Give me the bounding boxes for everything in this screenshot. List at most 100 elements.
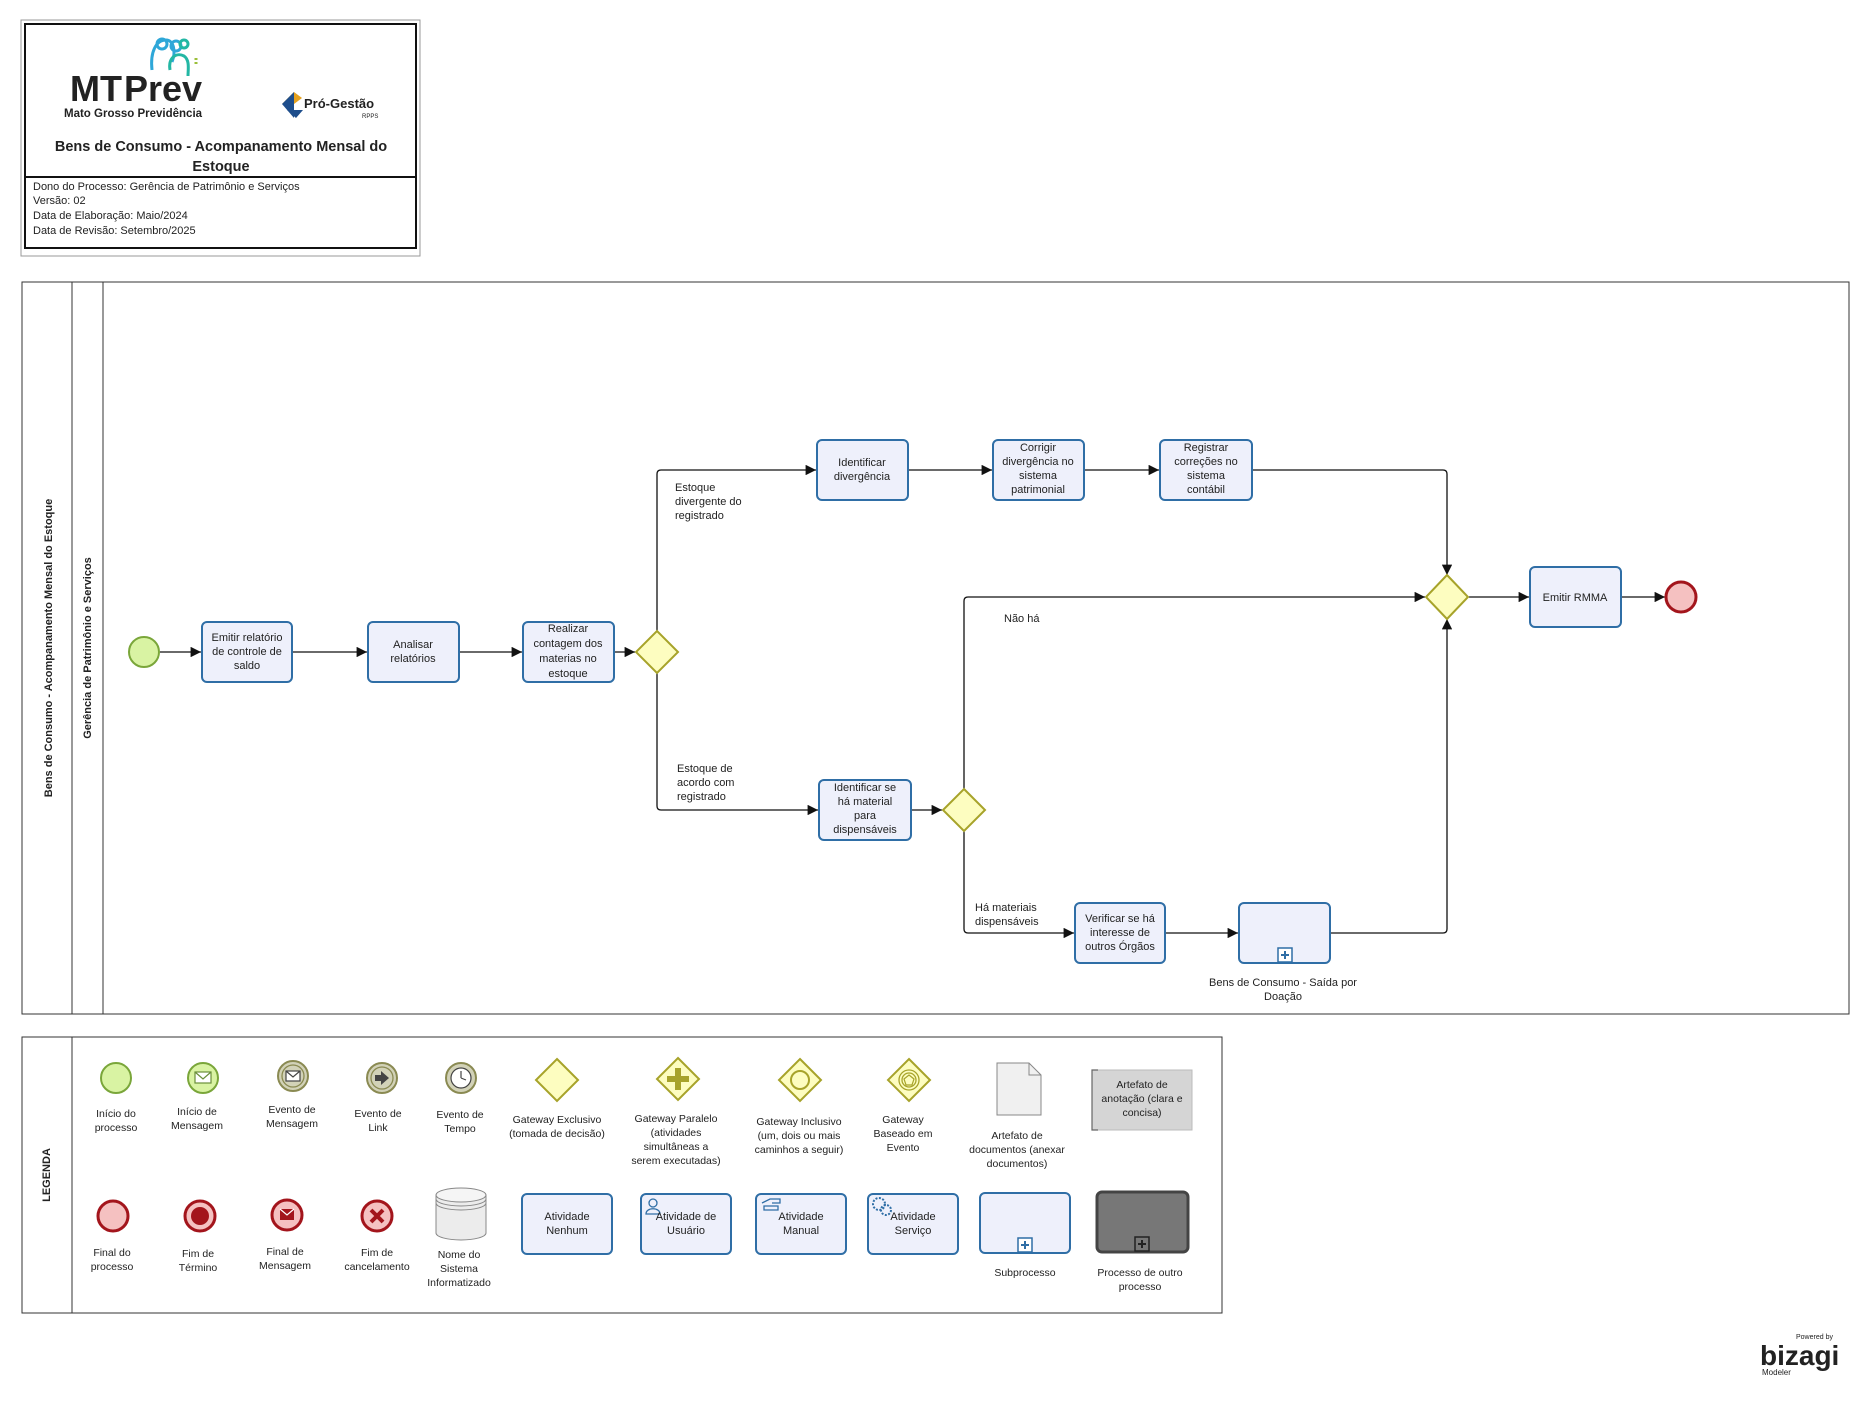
user-task-icon: Atividade de Usuário — [640, 1193, 732, 1255]
svg-text:Bens de Consumo - Saída por: Bens de Consumo - Saída por — [1209, 977, 1357, 989]
svg-text:Modeler: Modeler — [1762, 1368, 1791, 1377]
gateway-material-dispensavel[interactable] — [941, 787, 987, 833]
svg-text:Mensagem: Mensagem — [171, 1120, 223, 1132]
svg-text:processo: processo — [1119, 1281, 1162, 1293]
legend: LEGENDA — [21, 1036, 1223, 1314]
svg-text:processo: processo — [91, 1261, 134, 1273]
subprocess-icon — [979, 1192, 1071, 1254]
svg-text:caminhos a seguir): caminhos a seguir) — [755, 1144, 844, 1156]
svg-text:Atividade: Atividade — [778, 1211, 823, 1223]
svg-text:Verificar se há: Verificar se há — [1085, 913, 1156, 925]
process-creation-date: Data de Elaboração: Maio/2024 — [33, 210, 188, 222]
svg-text:simultâneas a: simultâneas a — [644, 1141, 709, 1153]
legend-label-message-end: Final de Mensagem — [259, 1246, 311, 1272]
start-event[interactable] — [128, 636, 160, 668]
cancel-end-icon — [360, 1199, 394, 1233]
legend-label-link-event: Evento de Link — [354, 1108, 401, 1134]
legend-label-message-event: Evento de Mensagem — [266, 1104, 318, 1130]
timer-event-icon — [445, 1062, 477, 1094]
svg-text:Início de: Início de — [177, 1106, 217, 1118]
logo-subtitle: Mato Grosso Previdência — [64, 108, 203, 120]
svg-text:saldo: saldo — [234, 660, 260, 672]
start-event-icon — [100, 1062, 132, 1094]
process-revision-date: Data de Revisão: Setembro/2025 — [33, 225, 196, 237]
task-identificar-divergencia[interactable]: Identificar divergência — [816, 439, 909, 501]
lane-name: Gerência de Patrimônio e Serviços — [82, 557, 94, 739]
svg-text:Evento: Evento — [887, 1142, 920, 1154]
gateway-estoque[interactable] — [634, 629, 680, 675]
svg-text:dispensáveis: dispensáveis — [975, 916, 1039, 928]
svg-text:Informatizado: Informatizado — [427, 1277, 491, 1289]
pro-gestao-text: Pró-Gestão — [304, 96, 374, 111]
svg-text:divergente do: divergente do — [675, 496, 742, 508]
legend-label-database: Nome do Sistema Informatizado — [427, 1249, 491, 1289]
legend-label-document: Artefato de documentos (anexar documento… — [969, 1130, 1065, 1170]
legend-label-inclusive-gateway: Gateway Inclusivo (um, dois ou mais cami… — [755, 1116, 844, 1156]
subprocess-saida-doacao[interactable] — [1238, 902, 1331, 964]
svg-text:Emitir relatório: Emitir relatório — [212, 632, 283, 644]
svg-text:Gateway Paralelo: Gateway Paralelo — [635, 1113, 718, 1125]
pro-gestao-sub: RPPS — [362, 114, 378, 120]
task-identificar-material[interactable]: Identificar se há material para dispensá… — [818, 779, 912, 841]
svg-text:Identificar se: Identificar se — [834, 782, 896, 794]
svg-text:(um, dois ou mais: (um, dois ou mais — [758, 1130, 841, 1142]
svg-text:concisa): concisa) — [1122, 1107, 1161, 1119]
legend-label-message-start: Início de Mensagem — [171, 1106, 223, 1132]
svg-text:Mensagem: Mensagem — [266, 1118, 318, 1130]
gateway-merge[interactable] — [1424, 573, 1470, 621]
flow-label-de-acordo: Estoque de acordo com registrado — [677, 763, 734, 803]
svg-text:Realizar: Realizar — [548, 623, 589, 635]
legend-label-subprocess: Subprocesso — [994, 1267, 1055, 1279]
svg-text:para: para — [854, 810, 877, 822]
flow-label-ha-materiais: Há materiais dispensáveis — [975, 902, 1039, 928]
svg-text:Artefato de: Artefato de — [991, 1130, 1043, 1142]
task-emitir-relatorio[interactable]: Emitir relatório de controle de saldo — [201, 621, 293, 683]
svg-text:Nenhum: Nenhum — [546, 1225, 588, 1237]
svg-text:Fim de: Fim de — [182, 1248, 214, 1260]
legend-label-timer-event: Evento de Tempo — [436, 1109, 483, 1135]
svg-text:Serviço: Serviço — [895, 1225, 932, 1237]
pool-name: Bens de Consumo - Acompanamento Mensal d… — [43, 499, 55, 797]
bizagi-logo: Powered by bizagi Modeler — [1760, 1334, 1839, 1377]
event-gateway-icon — [886, 1057, 932, 1103]
task-corrigir-divergencia[interactable]: Corrigir divergência no sistema patrimon… — [992, 439, 1085, 501]
task-analisar-relatorios[interactable]: Analisar relatórios — [367, 621, 460, 683]
svg-text:patrimonial: patrimonial — [1011, 484, 1065, 496]
pool: Bens de Consumo - Acompanamento Mensal d… — [21, 281, 1850, 1015]
process-title-line1: Bens de Consumo - Acompanamento Mensal d… — [55, 139, 387, 155]
database-icon — [435, 1187, 487, 1241]
svg-text:documentos): documentos) — [987, 1158, 1048, 1170]
svg-text:Baseado em: Baseado em — [874, 1128, 933, 1140]
svg-text:Artefato de: Artefato de — [1116, 1079, 1168, 1091]
svg-text:Corrigir: Corrigir — [1020, 442, 1056, 454]
svg-text:Atividade de: Atividade de — [656, 1211, 717, 1223]
task-emitir-rmma[interactable]: Emitir RMMA — [1529, 566, 1622, 628]
svg-text:Registrar: Registrar — [1184, 442, 1229, 454]
task-realizar-contagem[interactable]: Realizar contagem dos materias no estoqu… — [522, 621, 615, 683]
process-owner: Dono do Processo: Gerência de Patrimônio… — [33, 181, 300, 193]
svg-text:divergência: divergência — [834, 471, 891, 483]
svg-text:Atividade: Atividade — [890, 1211, 935, 1223]
svg-text:Mensagem: Mensagem — [259, 1260, 311, 1272]
svg-text:Final de: Final de — [266, 1246, 304, 1258]
svg-text:Estoque de: Estoque de — [677, 763, 733, 775]
service-task-icon: Atividade Serviço — [867, 1193, 959, 1255]
terminate-end-icon — [183, 1199, 217, 1233]
svg-text:serem executadas): serem executadas) — [631, 1155, 720, 1167]
svg-text:Gateway Inclusivo: Gateway Inclusivo — [756, 1116, 841, 1128]
svg-text:Término: Término — [179, 1262, 218, 1274]
svg-text:Nome do: Nome do — [438, 1249, 481, 1261]
task-verificar-interesse[interactable]: Verificar se há interesse de outros Órgã… — [1074, 902, 1166, 964]
flow-label-nao-ha: Não há — [1004, 613, 1040, 625]
sequence-flows — [160, 464, 1665, 939]
task-registrar-correcoes[interactable]: Registrar correções no sistema contábil — [1159, 439, 1253, 501]
svg-text:de controle de: de controle de — [212, 646, 282, 658]
svg-text:anotação (clara e: anotação (clara e — [1101, 1093, 1182, 1105]
svg-text:contagem dos: contagem dos — [533, 638, 603, 650]
logo-prev: Prev — [124, 68, 202, 109]
svg-text:Há materiais: Há materiais — [975, 902, 1037, 914]
svg-text:processo: processo — [95, 1122, 138, 1134]
legend-label-parallel-gateway: Gateway Paralelo (atividades simultâneas… — [631, 1113, 720, 1167]
end-event[interactable] — [1664, 580, 1698, 614]
process-version: Versão: 02 — [33, 195, 86, 207]
